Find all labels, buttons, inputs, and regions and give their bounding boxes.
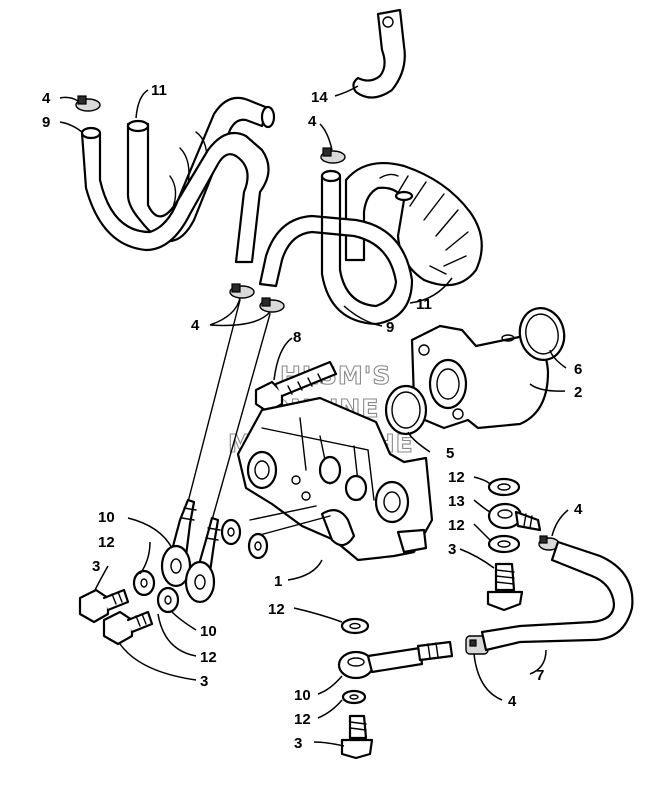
callout-4-right: 4 <box>574 501 583 518</box>
callout-12-bottom: 12 <box>294 711 311 728</box>
hose-clamp-top-mid <box>320 147 346 164</box>
hose-clamp-mid-b <box>259 297 285 313</box>
callout-2: 2 <box>574 384 582 401</box>
callout-12-right-a: 12 <box>448 469 465 486</box>
banjo-fitting-right <box>487 502 542 532</box>
callout-11-top: 11 <box>151 82 167 99</box>
washer-pump-bottom <box>340 617 370 635</box>
washer-left-a <box>132 569 156 597</box>
banjo-bolt-bottom <box>340 714 374 760</box>
callout-1: 1 <box>274 573 282 590</box>
callout-12-left-b: 12 <box>200 649 217 666</box>
callout-7: 7 <box>536 667 544 684</box>
fuel-hose-right <box>480 540 634 652</box>
callout-labels: 4 9 11 14 4 11 4 9 8 6 2 5 12 13 12 3 4 … <box>42 82 583 752</box>
callout-12-left-a: 12 <box>98 534 115 551</box>
callout-3-left: 3 <box>92 558 100 575</box>
leader-lines <box>59 85 569 747</box>
callout-4-top-mid: 4 <box>308 113 317 130</box>
callout-4-bottom: 4 <box>508 693 517 710</box>
fuel-line-lower <box>187 299 271 521</box>
callout-3-bottom: 3 <box>294 735 302 752</box>
pump-housing <box>410 324 550 430</box>
hose-clamp-top-left <box>75 95 101 112</box>
washer-pump-left-b <box>247 532 269 560</box>
bolt-8 <box>254 360 338 414</box>
hose-bracket <box>352 8 406 99</box>
banjo-bolt-left-a <box>78 588 130 624</box>
callout-9-top-left: 9 <box>42 114 50 131</box>
callout-14: 14 <box>311 89 328 106</box>
callout-11-right: 11 <box>416 296 432 313</box>
callout-3-right: 3 <box>448 541 456 558</box>
banjo-bolt-left-b <box>102 610 154 646</box>
oil-hose-upper-right <box>344 162 483 287</box>
banjo-fitting-left-b <box>184 516 221 604</box>
washer-pump-left-a <box>220 518 242 546</box>
hose-clamp-mid-a <box>229 283 255 299</box>
banjo-bolt-right <box>486 562 524 612</box>
hose-clamp-bottom <box>465 635 489 655</box>
callout-10-left-b: 10 <box>200 623 217 640</box>
callout-8: 8 <box>293 329 301 346</box>
washer-bottom <box>341 689 367 705</box>
callout-10-bottom: 10 <box>294 687 311 704</box>
banjo-fitting-left-a <box>160 498 197 588</box>
banjo-fitting-bottom <box>337 640 454 680</box>
callout-6: 6 <box>574 361 582 378</box>
o-ring-small <box>384 384 428 436</box>
fuel-hose-left <box>80 126 270 264</box>
callout-13: 13 <box>448 493 465 510</box>
callout-5: 5 <box>446 445 454 462</box>
washer-right-b <box>487 534 521 554</box>
callout-10-left-a: 10 <box>98 509 115 526</box>
callout-12-bottom-mid: 12 <box>268 601 285 618</box>
callout-12-right-b: 12 <box>448 517 465 534</box>
washer-left-b <box>156 586 180 614</box>
washer-right-a <box>487 477 521 497</box>
oil-pump <box>236 396 434 562</box>
callout-4-mid-left: 4 <box>191 317 200 334</box>
callout-4-top-left: 4 <box>42 90 51 107</box>
o-ring-large <box>518 307 566 361</box>
callout-9-mid: 9 <box>386 319 394 336</box>
callout-3-bottom-left: 3 <box>200 673 208 690</box>
fuel-hose-mid <box>258 169 414 326</box>
